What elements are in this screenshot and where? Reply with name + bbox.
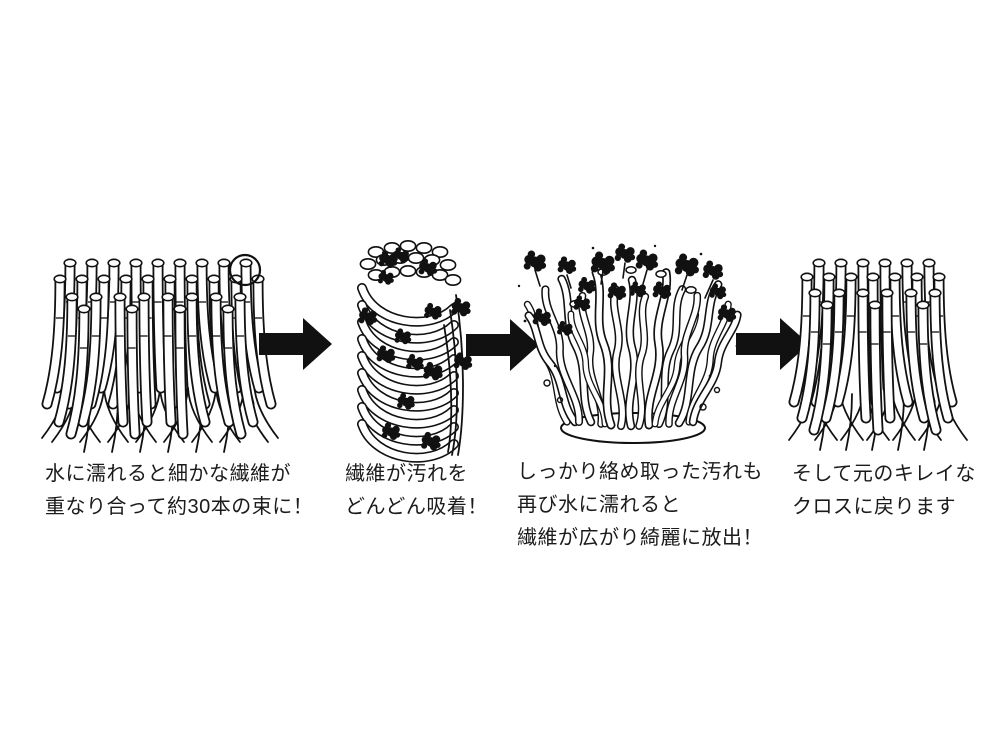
caption-line: そして元のキレイな — [792, 463, 976, 485]
fiber-tubes — [47, 259, 271, 434]
caption-line: 繊維が広がり綺麗に放出！ — [517, 527, 763, 549]
caption-line: 繊維が汚れを — [345, 463, 468, 485]
dirt-stems — [534, 262, 714, 299]
stage3-caption: しっかり絡め取った汚れも 再び水に濡れると 繊維が広がり綺麗に放出！ — [517, 456, 763, 555]
caption-line: クロスに戻ります — [792, 496, 956, 518]
stage2-caption: 繊維が汚れを どんどん吸着！ — [345, 458, 488, 524]
caption-line: 再び水に濡れると — [517, 494, 681, 516]
stage1-caption: 水に濡れると細かな繊維が 重なり合って約30本の束に！ — [45, 458, 313, 524]
fiber-tip-highlight-circle — [228, 253, 262, 287]
fiber-top-caps — [359, 240, 462, 287]
twist-tail-strands — [443, 294, 464, 456]
stage2-twisted-bundle-illustration — [346, 240, 473, 462]
caption-line: どんどん吸着！ — [345, 496, 488, 518]
stage4-clean-bundle-illustration — [788, 246, 968, 451]
stage4-caption: そして元のキレイな クロスに戻ります — [792, 458, 976, 524]
right-arrow-icon — [259, 318, 332, 370]
caption-line: しっかり絡め取った汚れも — [517, 461, 763, 483]
caption-line: 水に濡れると細かな繊維が — [45, 463, 291, 485]
stage1-fiber-bundle-illustration — [41, 246, 279, 453]
stage3-release-illustration — [517, 243, 750, 444]
fiber-tubes — [794, 259, 952, 430]
caption-line: 重なり合って約30本の束に！ — [45, 496, 314, 518]
